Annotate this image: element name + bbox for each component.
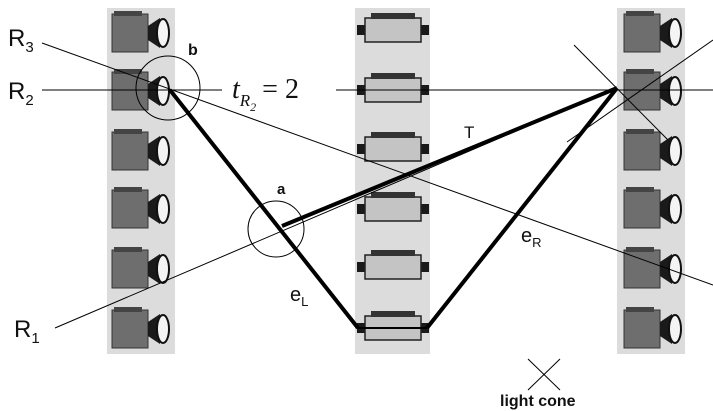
camera-icon: [111, 247, 170, 289]
camera-icon: [623, 247, 682, 289]
circle-a: [247, 200, 305, 258]
label-a: a: [277, 181, 286, 198]
edge-el: [168, 88, 360, 330]
camera-icon: [623, 11, 682, 53]
label-t: T: [464, 123, 474, 142]
left-cameras: [111, 11, 170, 349]
label-r2: R2: [8, 78, 34, 109]
equation-bg: [222, 68, 336, 106]
camera-icon: [357, 192, 429, 222]
camera-icon: [357, 311, 429, 341]
camera-icon: [111, 129, 170, 171]
label-b: b: [188, 42, 198, 59]
camera-icon: [623, 69, 682, 111]
camera-icon: [111, 307, 170, 349]
right-camera-column: [617, 8, 685, 354]
cross-line-1: [573, 44, 669, 141]
circle-b: [135, 55, 201, 121]
edge-t: [281, 86, 618, 228]
middle-cameras: [357, 13, 429, 341]
cross-line-2: [566, 39, 713, 143]
camera-icon: [623, 307, 682, 349]
cross-icon: [527, 358, 561, 391]
right-cameras: [623, 11, 682, 349]
camera-icon: [357, 132, 429, 162]
label-r1: R1: [14, 316, 40, 347]
label-light-cone: light cone: [500, 393, 576, 410]
camera-icon: [111, 187, 170, 229]
label-er: eR: [521, 225, 542, 250]
camera-icon: [111, 69, 170, 111]
edge-er: [425, 86, 619, 330]
left-camera-column: [107, 8, 175, 354]
label-el: eL: [290, 284, 308, 309]
camera-icon: [357, 250, 429, 280]
label-r3: R3: [8, 25, 34, 56]
camera-icon: [623, 187, 682, 229]
camera-icon: [623, 129, 682, 171]
camera-icon: [111, 11, 170, 53]
camera-icon: [357, 13, 429, 43]
camera-icon: [357, 73, 429, 103]
ray-r3: [41, 42, 713, 286]
equation: tR2= 2: [232, 74, 299, 114]
